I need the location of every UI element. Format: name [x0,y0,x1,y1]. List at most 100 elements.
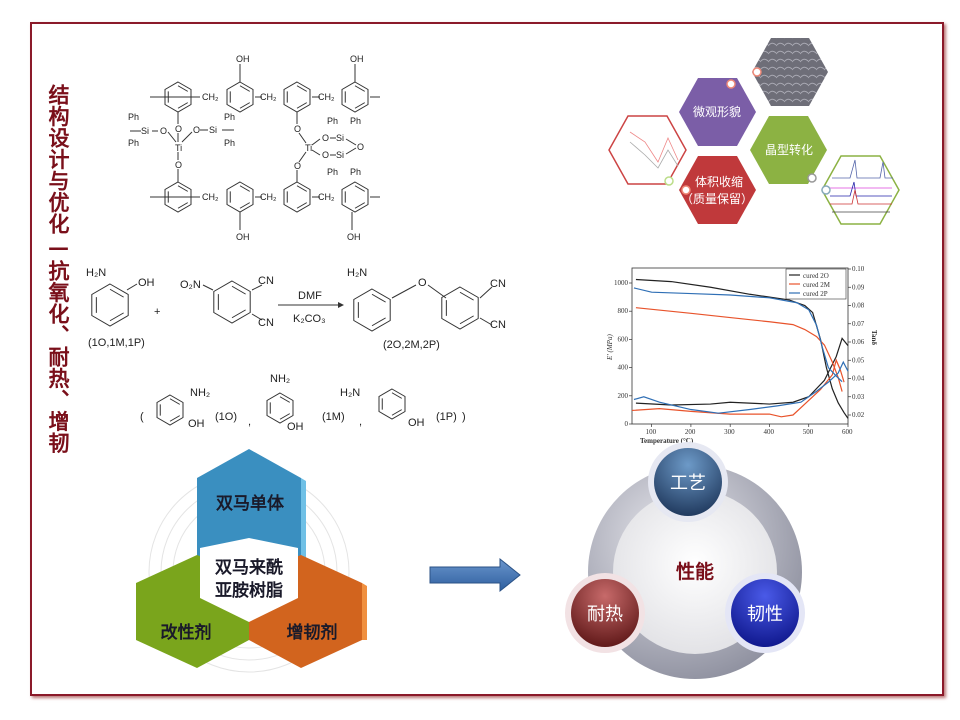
comma: , [359,416,362,428]
micro-morphology-hexagon [679,78,756,146]
y-tick-label: 600 [618,335,629,343]
cn-label: CN [258,275,274,287]
o-label: O [322,150,329,160]
toughener-label: 增韧剂 [287,622,338,643]
y2-tick-label: 0.10 [852,265,865,273]
y2-tick-label: 0.09 [852,283,865,291]
crystal-transform-label: 晶型转化 [765,142,813,157]
o-label: O [160,126,167,136]
benzene-ring [441,286,479,330]
benzene-ring [353,288,391,332]
heat-resistance-label: 耐热 [587,604,623,625]
y2-tick-label: 0.06 [852,338,865,346]
ph-label: Ph [350,116,361,126]
reactant-label: (1O,1M,1P) [88,337,145,349]
legend-label: cured 2O [803,272,829,280]
ch2-label: CH₂ [260,192,277,202]
legend-label: cured 2M [803,281,831,289]
nh2-label: NH₂ [190,387,210,399]
o-label: O [294,124,301,134]
legend-label: cured 2P [803,290,828,298]
slide-title: 结构设计与优化—抗氧化、耐热、增韧 [46,84,71,454]
product-label: (2O,2M,2P) [383,339,440,351]
tand-line-cured-2O [635,337,849,406]
label-1p: (1P) [436,411,457,423]
y-tick-label: 0 [625,420,629,428]
paren-open: ( [140,411,144,423]
y2-tick-label: 0.07 [852,320,865,328]
x-tick-label: 600 [842,428,853,436]
modifier-label: 改性剂 [161,622,212,643]
benzene-ring [283,181,311,213]
label-1o: (1O) [215,411,237,423]
oh-label: OH [287,421,304,433]
si-label: Si [209,125,217,135]
o-label: O [193,125,200,135]
benzene-ring [156,394,184,426]
o-label: O [357,142,364,152]
benzene-ring [91,283,129,327]
x-tick-label: 100 [646,428,657,436]
plot-thumbnail-hexagon [608,115,687,185]
x-tick-label: 300 [724,428,735,436]
cn-label: CN [490,278,506,290]
x-tick-label: 200 [685,428,696,436]
y-axis-label: E' (MPa) [606,334,614,361]
x-axis-label: Temperature (°C) [640,437,694,445]
paren-close: ) [462,411,466,423]
h2n-label: H₂N [86,267,106,279]
comma: , [248,416,251,428]
ether-o-label: O [418,277,427,289]
oh-label: OH [347,232,361,242]
crystal-transform-hexagon [750,116,827,184]
benzene-ring [266,392,294,424]
y2-tick-label: 0.03 [852,393,865,401]
bismaleimide-monomer-label: 双马单体 [216,493,285,514]
si-label: Si [336,133,344,143]
y-tick-label: 1000 [614,279,629,287]
ch2-label: CH₂ [260,92,277,102]
toughness-label: 韧性 [747,604,783,625]
ch2-label: CH₂ [202,192,219,202]
si-label: Si [336,150,344,160]
ch2-label: CH₂ [318,192,335,202]
x-tick-label: 400 [763,428,774,436]
mass-retention-label: （质量保留） [681,192,753,206]
y2-axis-label: Tanδ [870,330,878,345]
y2-tick-label: 0.04 [852,375,865,383]
ph-label: Ph [128,138,139,148]
y2-tick-label: 0.05 [852,356,865,364]
y-tick-label: 400 [618,364,629,372]
benzene-ring [341,81,369,113]
oh-label: OH [236,54,250,64]
volume-shrink-hexagon [679,156,756,224]
plus-sign: + [154,306,160,318]
benzene-ring [164,181,192,213]
benzene-ring [341,181,369,213]
resin-label-line1: 双马来酰 [215,557,283,578]
tand-line-cured-2P [633,360,849,414]
performance-center-label: 性能 [676,560,714,583]
ti-label: Ti [175,143,182,153]
si-label: Si [141,126,149,136]
ch2-label: CH₂ [202,92,219,102]
y-tick-label: 800 [618,307,629,315]
ph-label: Ph [350,167,361,177]
tand-line-cured-2M [631,358,845,418]
oh-label: OH [188,418,205,430]
reagent-dmf: DMF [298,290,322,302]
ph-label: Ph [224,112,235,122]
process-node: 工艺 [648,442,728,522]
o-label: O [294,161,301,171]
ph-label: Ph [327,116,338,126]
ch2-label: CH₂ [318,92,335,102]
y-tick-label: 200 [618,392,629,400]
o-label: O [175,124,182,134]
y2-tick-label: 0.08 [852,302,865,310]
